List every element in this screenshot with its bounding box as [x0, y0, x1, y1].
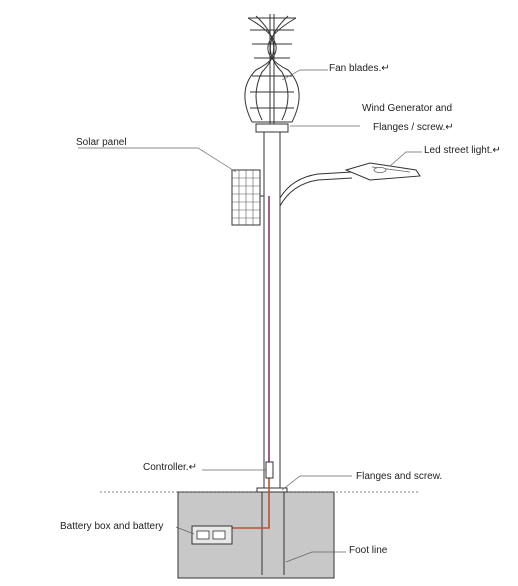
leader-solar-panel — [78, 147, 237, 173]
wind-generator-label-line2: Flanges / screw.↵ — [373, 122, 454, 133]
battery-box — [191, 525, 233, 545]
controller — [265, 461, 274, 479]
flanges-and-screw-label: Flanges and screw. — [356, 471, 443, 482]
pole — [263, 132, 281, 492]
leader-fan-blades — [281, 69, 328, 81]
wind-generator-flange — [255, 123, 289, 133]
fan-blades-label: Fan blades.↵ — [329, 63, 390, 74]
leader-flanges-screw — [281, 475, 352, 491]
led-lamp-head — [344, 162, 421, 181]
wind-generator-label-line1: Wind Generator and — [362, 103, 453, 114]
foot-anchor-bolts — [261, 492, 285, 575]
leader-battery-box — [175, 526, 195, 535]
leader-led-light — [389, 151, 422, 167]
fan-blades — [244, 14, 300, 124]
foundation-block — [100, 491, 420, 579]
foot-line-label: Foot line — [349, 545, 388, 556]
leader-lines — [78, 69, 422, 563]
battery-box-label: Battery box and battery — [60, 521, 164, 532]
led-street-light-label: Led street light.↵ — [424, 145, 501, 156]
controller-label: Controller.↵ — [143, 462, 197, 473]
solar-panel-label: Solar panel — [76, 137, 127, 148]
solar-panel — [231, 169, 264, 226]
leader-foot-line — [285, 551, 346, 563]
base-flange — [256, 487, 288, 493]
lamp-arm — [279, 171, 353, 207]
